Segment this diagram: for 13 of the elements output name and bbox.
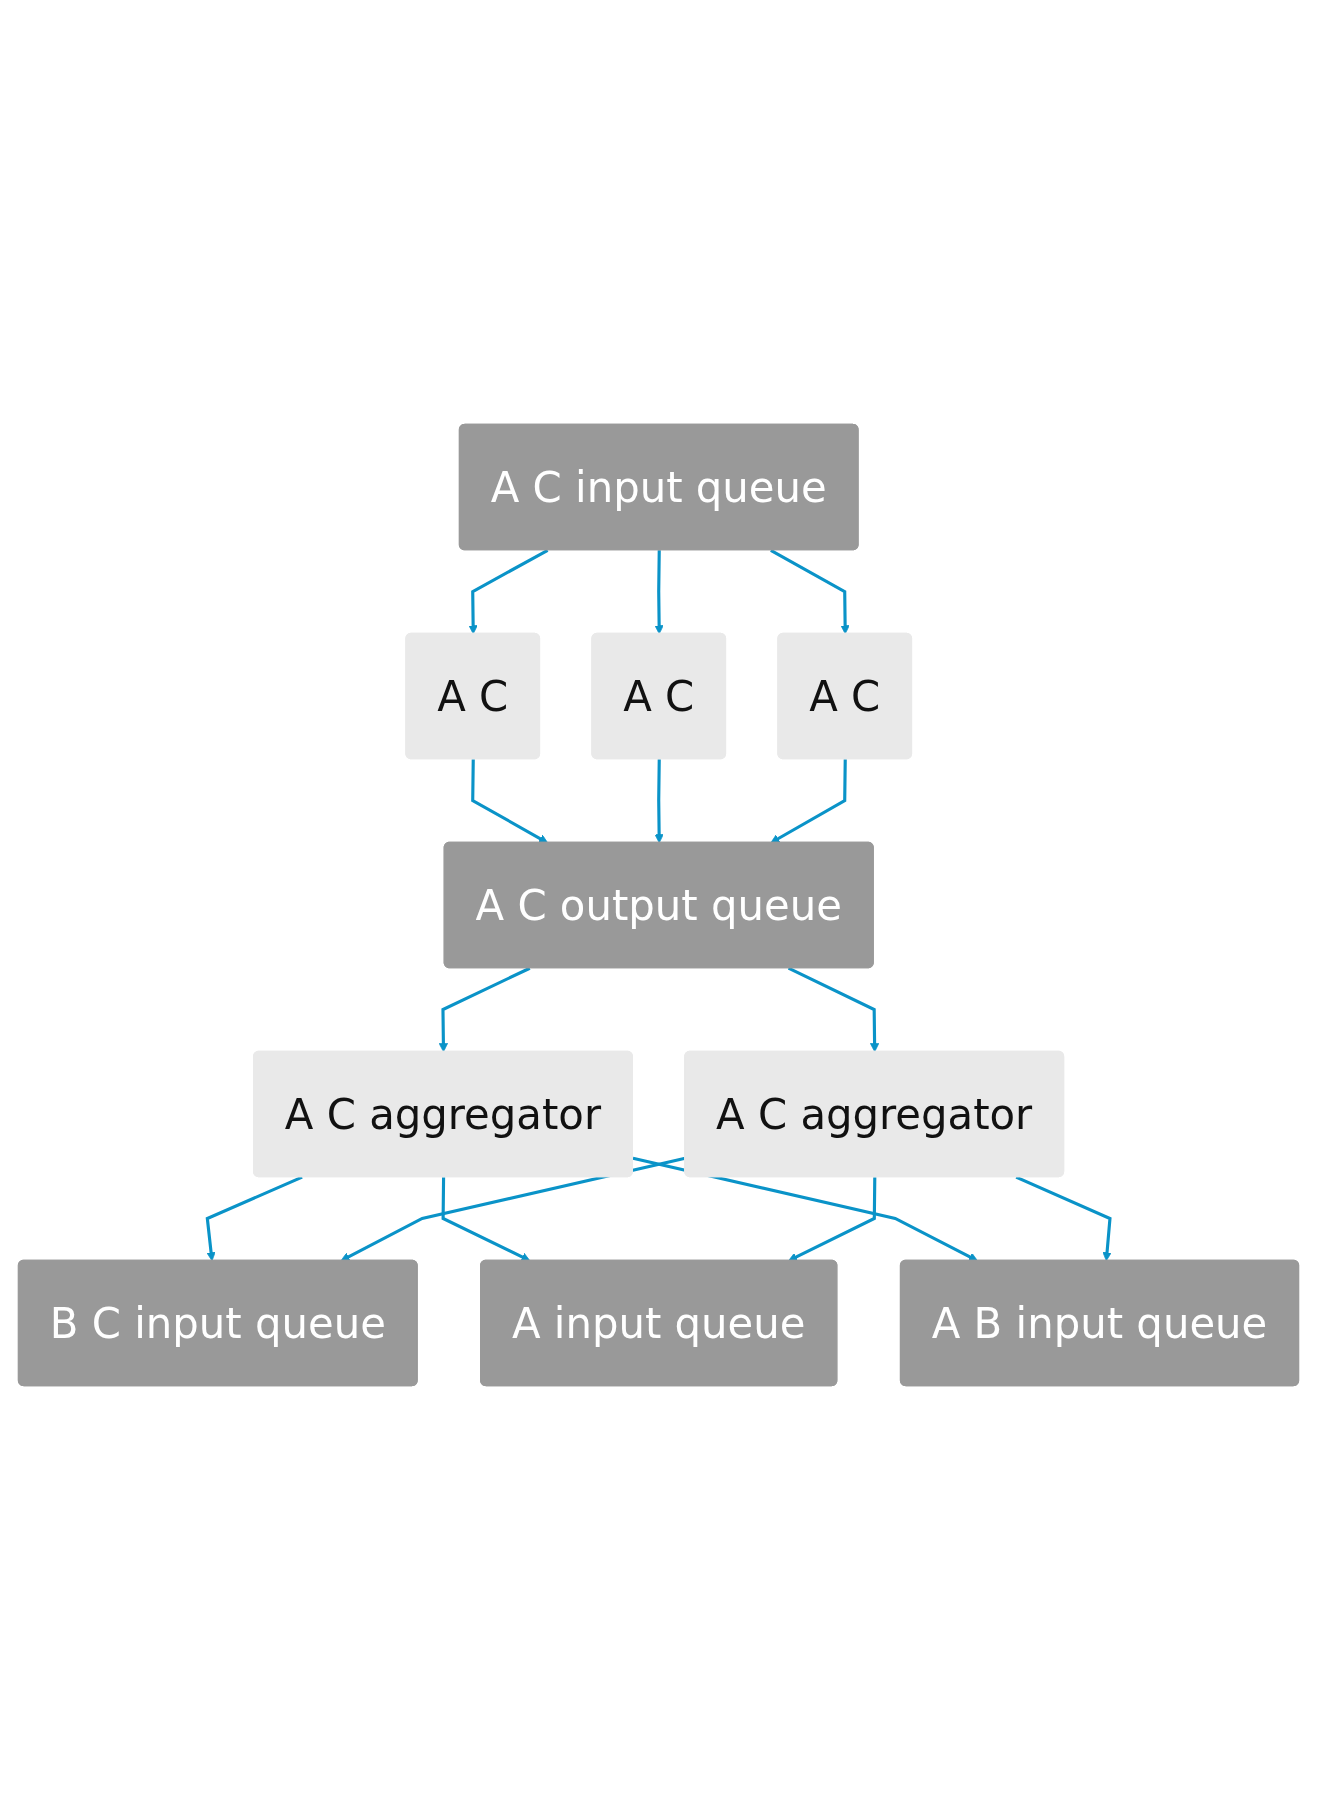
arrow	[788, 1177, 877, 1262]
arrow	[770, 548, 850, 635]
arrow	[787, 966, 880, 1053]
arrow	[441, 1177, 531, 1262]
arrow	[632, 1156, 978, 1262]
arrow	[770, 759, 847, 844]
arrow	[471, 759, 549, 844]
arrow	[1015, 1175, 1112, 1262]
arrow	[654, 759, 664, 844]
arrow	[438, 966, 531, 1053]
arrow	[654, 550, 664, 635]
arrow	[205, 1175, 303, 1262]
arrow	[468, 548, 549, 635]
